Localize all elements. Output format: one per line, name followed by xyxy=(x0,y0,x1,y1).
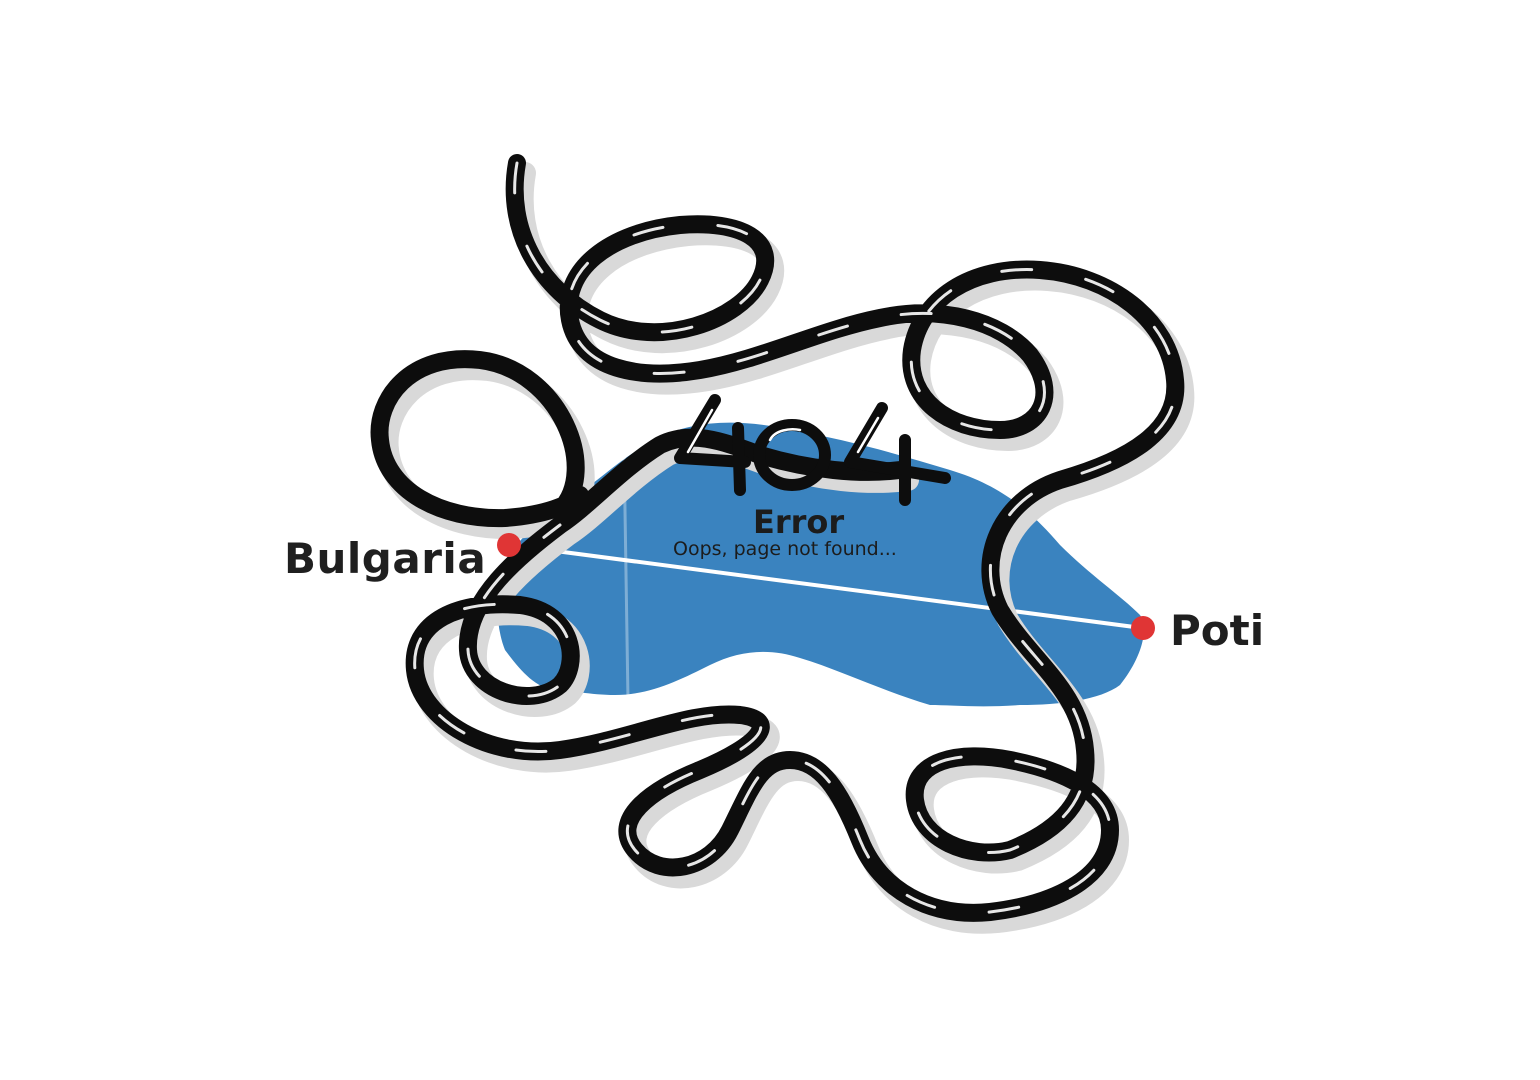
location-dot-icon xyxy=(1131,616,1155,640)
location-dot-icon xyxy=(497,533,521,557)
sea-shape xyxy=(497,422,1144,707)
error-code-highlight xyxy=(686,408,880,454)
error-code-rope-lettering xyxy=(674,394,951,506)
start-location-label: Bulgaria xyxy=(284,534,487,583)
error-message: Oops, page not found... xyxy=(673,538,897,560)
rope-highlight xyxy=(413,161,1177,915)
error-title: Error xyxy=(753,503,845,541)
error-code: 404 xyxy=(672,394,673,395)
route-line xyxy=(508,543,1144,630)
end-location-label: Poti xyxy=(1170,606,1265,655)
